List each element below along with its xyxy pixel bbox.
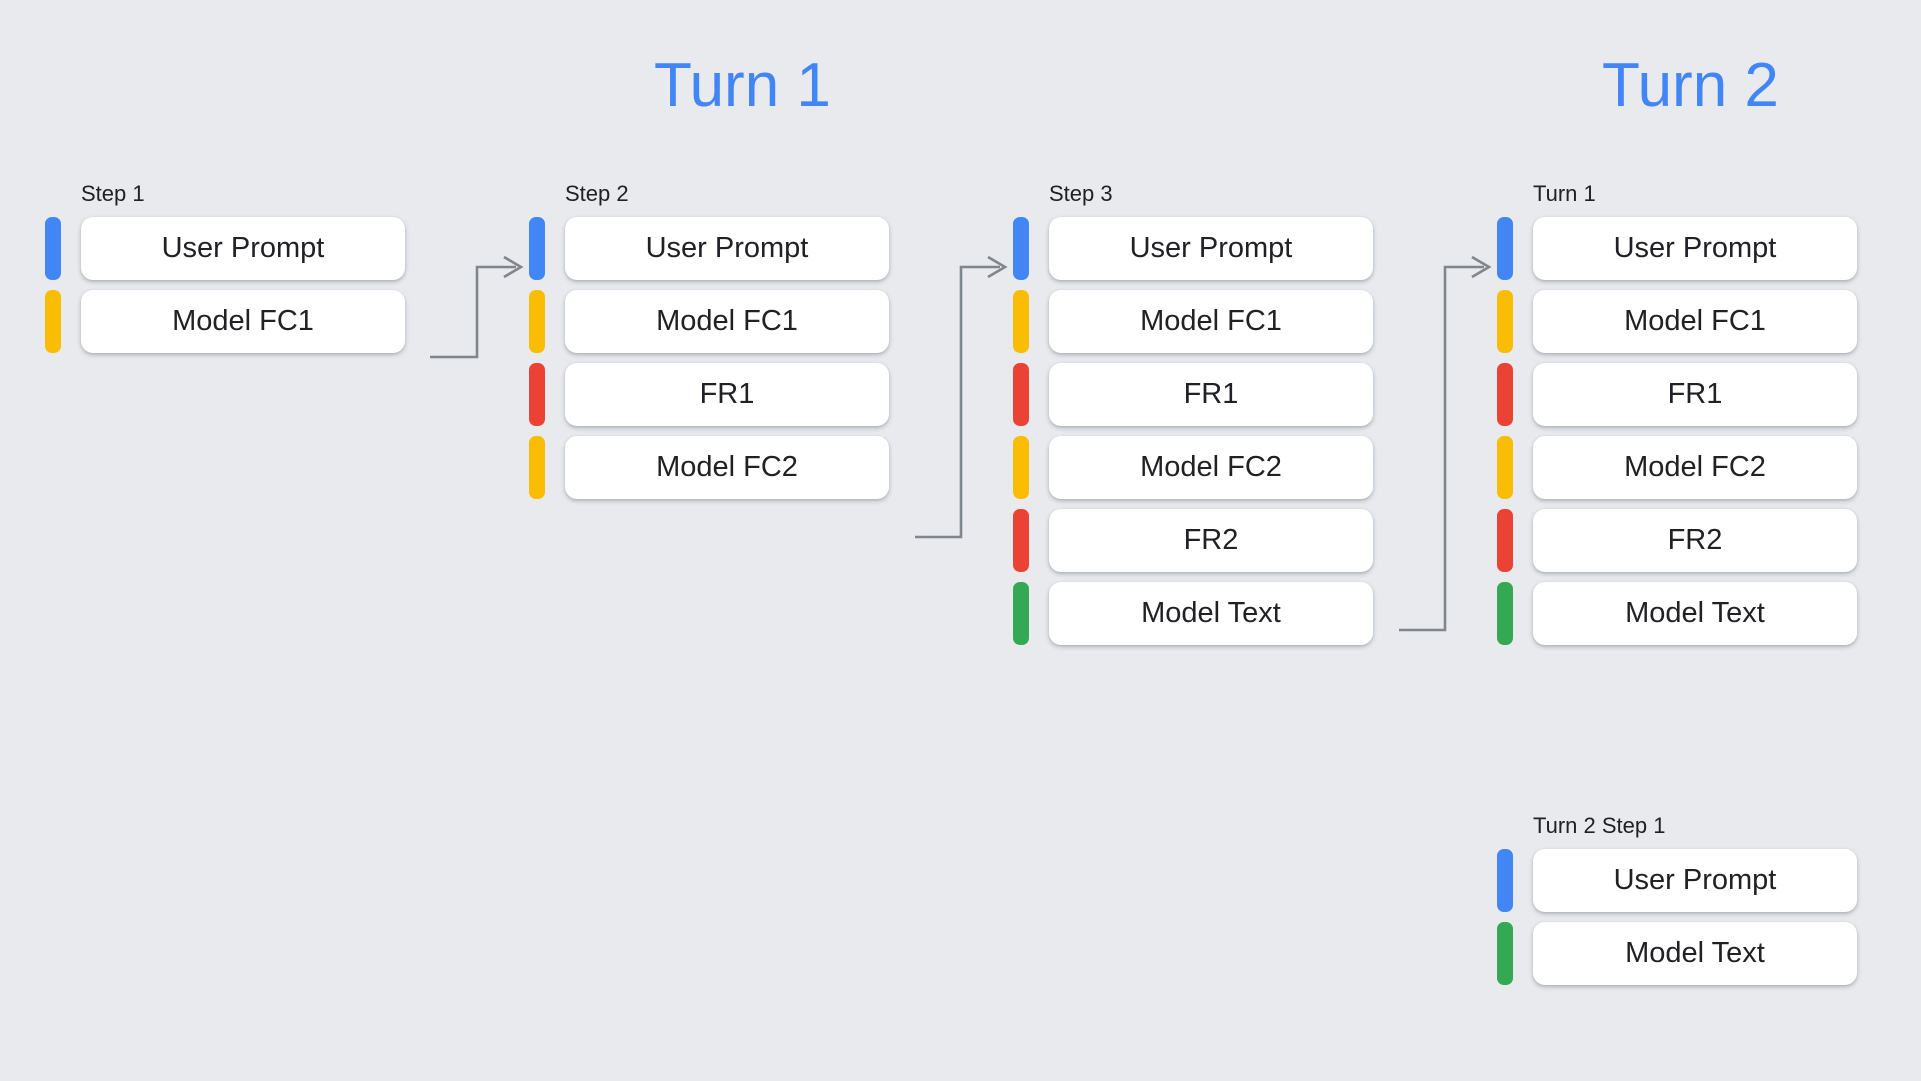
card-model-text[interactable]: Model Text (1049, 582, 1373, 645)
card-model-fc1[interactable]: Model FC1 (1049, 290, 1373, 353)
row-model-fc1[interactable]: Model FC1 (1497, 290, 1857, 353)
type-pill-yellow (1013, 436, 1029, 499)
card-user-prompt[interactable]: User Prompt (1533, 849, 1857, 912)
card-fr2[interactable]: FR2 (1049, 509, 1373, 572)
card-fr1[interactable]: FR1 (1533, 363, 1857, 426)
row-model-fc2[interactable]: Model FC2 (1013, 436, 1373, 499)
row-user-prompt[interactable]: User Prompt (1013, 217, 1373, 280)
turn-2-heading: Turn 2 (1602, 51, 1779, 120)
row-user-prompt[interactable]: User Prompt (1497, 217, 1857, 280)
turn-1-heading: Turn 1 (654, 51, 831, 120)
arrowhead-icon (1471, 255, 1492, 279)
card-model-text[interactable]: Model Text (1533, 922, 1857, 985)
card-user-prompt[interactable]: User Prompt (565, 217, 889, 280)
row-model-text[interactable]: Model Text (1497, 922, 1857, 985)
column-label-step-3: Step 3 (1049, 181, 1113, 206)
card-model-fc1[interactable]: Model FC1 (565, 290, 889, 353)
arrowhead-icon (503, 255, 524, 279)
arrowhead-icon (987, 255, 1008, 279)
type-pill-yellow (1497, 436, 1513, 499)
type-pill-red (1497, 509, 1513, 572)
type-pill-red (529, 363, 545, 426)
type-pill-blue (529, 217, 545, 280)
column-label-turn-2-step-1: Turn 2 Step 1 (1533, 813, 1666, 838)
type-pill-blue (1497, 217, 1513, 280)
type-pill-green (1497, 582, 1513, 645)
connector-path (915, 265, 1000, 539)
type-pill-red (1013, 509, 1029, 572)
column-step-1: Step 1 User Prompt Model FC1 (45, 183, 405, 353)
type-pill-yellow (1497, 290, 1513, 353)
connector-path (430, 265, 516, 359)
type-pill-yellow (45, 290, 61, 353)
row-fr2[interactable]: FR2 (1497, 509, 1857, 572)
column-turn-2-step-1: Turn 2 Step 1 User Prompt Model Text (1497, 815, 1857, 985)
type-pill-red (1497, 363, 1513, 426)
column-label-step-1: Step 1 (81, 181, 145, 206)
row-model-fc1[interactable]: Model FC1 (1013, 290, 1373, 353)
row-fr2[interactable]: FR2 (1013, 509, 1373, 572)
row-model-text[interactable]: Model Text (1497, 582, 1857, 645)
column-label-turn-1: Turn 1 (1533, 181, 1596, 206)
card-model-text[interactable]: Model Text (1533, 582, 1857, 645)
type-pill-yellow (1013, 290, 1029, 353)
row-user-prompt[interactable]: User Prompt (45, 217, 405, 280)
type-pill-blue (1013, 217, 1029, 280)
column-step-3: Step 3 User Prompt Model FC1 FR1 Model F… (1013, 183, 1373, 645)
row-user-prompt[interactable]: User Prompt (1497, 849, 1857, 912)
card-model-fc2[interactable]: Model FC2 (1533, 436, 1857, 499)
column-step-2: Step 2 User Prompt Model FC1 FR1 Model F… (529, 183, 889, 499)
row-fr1[interactable]: FR1 (1497, 363, 1857, 426)
card-user-prompt[interactable]: User Prompt (1049, 217, 1373, 280)
row-model-fc2[interactable]: Model FC2 (1497, 436, 1857, 499)
row-model-fc1[interactable]: Model FC1 (45, 290, 405, 353)
column-turn-1-history: Turn 1 User Prompt Model FC1 FR1 Model F… (1497, 183, 1857, 645)
card-user-prompt[interactable]: User Prompt (1533, 217, 1857, 280)
card-model-fc1[interactable]: Model FC1 (81, 290, 405, 353)
column-label-step-2: Step 2 (565, 181, 629, 206)
card-fr2[interactable]: FR2 (1533, 509, 1857, 572)
row-model-fc1[interactable]: Model FC1 (529, 290, 889, 353)
row-model-fc2[interactable]: Model FC2 (529, 436, 889, 499)
card-model-fc2[interactable]: Model FC2 (565, 436, 889, 499)
card-fr1[interactable]: FR1 (565, 363, 889, 426)
type-pill-yellow (529, 290, 545, 353)
type-pill-blue (45, 217, 61, 280)
row-fr1[interactable]: FR1 (1013, 363, 1373, 426)
row-model-text[interactable]: Model Text (1013, 582, 1373, 645)
row-fr1[interactable]: FR1 (529, 363, 889, 426)
type-pill-yellow (529, 436, 545, 499)
row-user-prompt[interactable]: User Prompt (529, 217, 889, 280)
card-user-prompt[interactable]: User Prompt (81, 217, 405, 280)
type-pill-green (1013, 582, 1029, 645)
card-model-fc2[interactable]: Model FC2 (1049, 436, 1373, 499)
type-pill-blue (1497, 849, 1513, 912)
type-pill-green (1497, 922, 1513, 985)
connector-path (1399, 265, 1484, 632)
card-model-fc1[interactable]: Model FC1 (1533, 290, 1857, 353)
card-fr1[interactable]: FR1 (1049, 363, 1373, 426)
type-pill-red (1013, 363, 1029, 426)
